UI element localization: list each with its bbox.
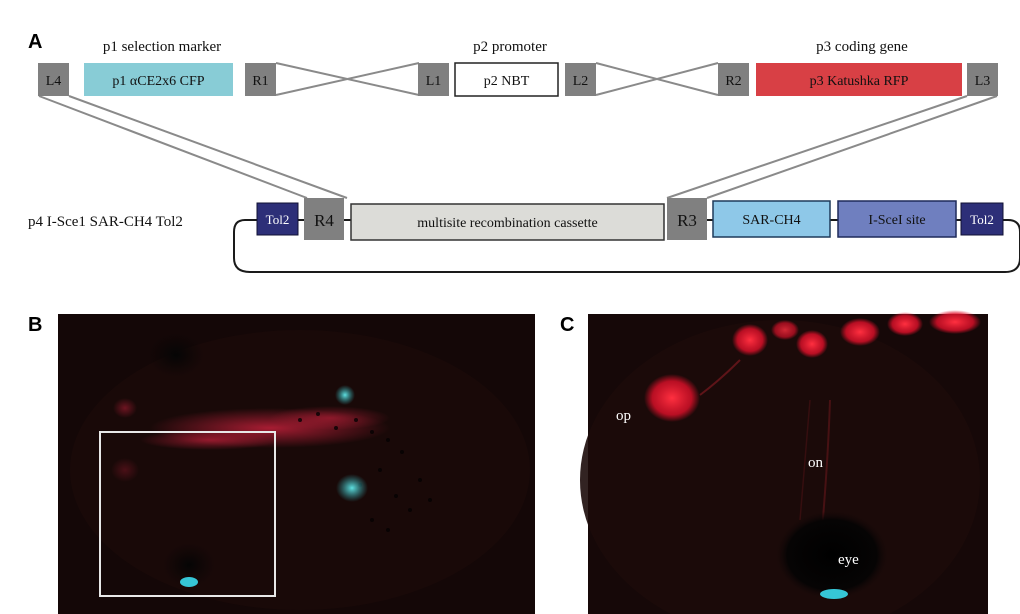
crossover-l2-r2-b [595, 62, 719, 96]
p2-nbt-box [454, 62, 559, 97]
panel-b-micrograph [58, 314, 535, 614]
op-label: op [616, 408, 631, 424]
top-row: L4 p1 αCE2x6 CFP R1 L1 p2 NBT L2 R2 p3 K… [38, 62, 998, 97]
att-r1-box [245, 63, 276, 96]
panel-b: B [28, 314, 535, 614]
tol2-left-box [256, 202, 299, 236]
tol2-right-label: Tol2 [970, 212, 994, 227]
inset-box [99, 431, 276, 597]
p1-cfp-box [84, 63, 233, 96]
recombination-lines [38, 62, 998, 199]
att-r4-box [304, 198, 344, 240]
tol2-left-label: Tol2 [266, 212, 290, 227]
panel-a: A p1 selection marker p2 promoter p3 cod… [28, 31, 1020, 273]
p1-caption: p1 selection marker [103, 39, 221, 55]
p4-vector-label: p4 I-Sce1 SAR-CH4 Tol2 [28, 214, 183, 230]
att-r1-label: R1 [252, 74, 268, 89]
att-r2-label: R2 [725, 74, 741, 89]
att-r4-label: R4 [314, 211, 334, 230]
tol2-right-box [960, 202, 1004, 236]
line-l4-r4-a [38, 95, 308, 199]
cassette-label: multisite recombination cassette [417, 216, 597, 231]
eye-label: eye [838, 552, 859, 568]
att-r2-box [718, 63, 749, 96]
att-l1-box [418, 63, 449, 96]
sar-ch4-label: SAR-CH4 [742, 213, 800, 228]
att-l4-box [38, 63, 69, 96]
sar-ch4-box [712, 200, 831, 238]
panel-c-letter: C [560, 314, 574, 336]
bottom-row: Tol2 R4 multisite recombination cassette… [256, 198, 1004, 241]
att-r3-label: R3 [677, 211, 697, 230]
p2-nbt-label: p2 NBT [484, 74, 530, 89]
line-l4-r4-b [68, 95, 348, 199]
att-l1-label: L1 [426, 74, 442, 89]
p3-caption: p3 coding gene [816, 39, 908, 55]
cassette-box [350, 203, 665, 241]
crossover-r1-l1-b [275, 62, 420, 96]
att-r3-box [667, 198, 707, 240]
p3-rfp-box [756, 63, 962, 96]
p1-cfp-label: p1 αCE2x6 CFP [112, 74, 204, 89]
line-l3-r3-a [666, 95, 968, 199]
att-l3-label: L3 [975, 74, 991, 89]
scei-site-box [837, 200, 957, 238]
panel-b-letter: B [28, 314, 42, 336]
scei-site-label: I-SceI site [868, 213, 925, 228]
panel-c: C op on eye [560, 310, 988, 614]
line-l3-r3-b [706, 95, 998, 199]
panel-c-micrograph: op on eye [580, 310, 988, 614]
p2-caption: p2 promoter [473, 39, 547, 55]
panel-a-letter: A [28, 31, 42, 53]
att-l4-label: L4 [46, 74, 62, 89]
att-l2-box [565, 63, 596, 96]
on-label: on [808, 455, 824, 471]
att-l3-box [967, 63, 998, 96]
att-l2-label: L2 [573, 74, 589, 89]
p3-rfp-label: p3 Katushka RFP [810, 74, 909, 89]
plasmid-backbone [233, 219, 1020, 273]
